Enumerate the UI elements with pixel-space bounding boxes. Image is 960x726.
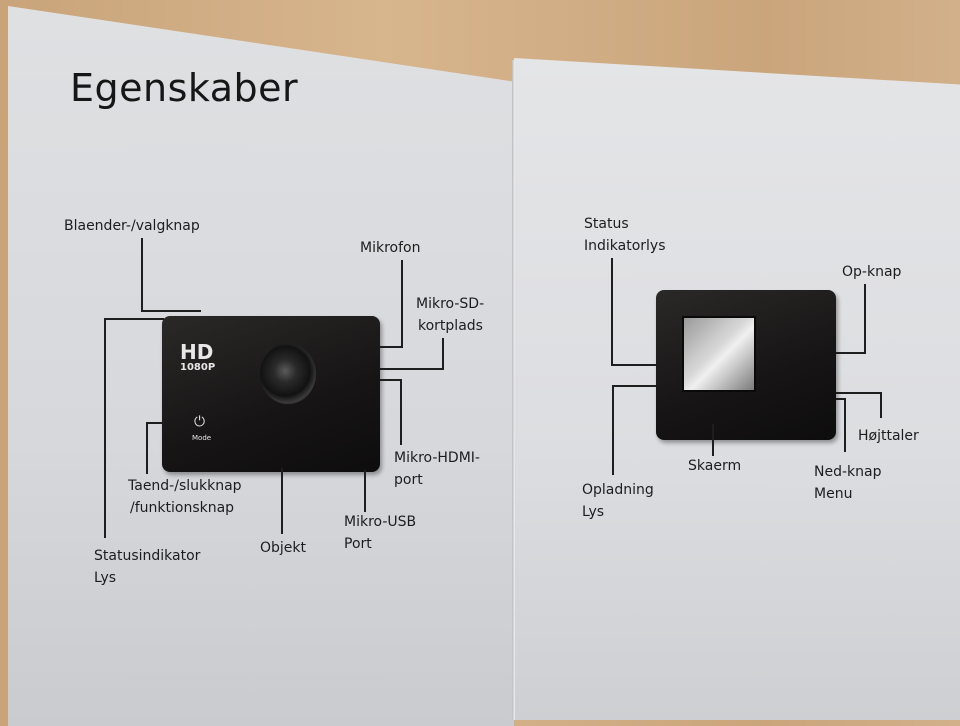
leader-line	[612, 385, 656, 387]
leader-line	[836, 352, 866, 354]
label-lens: Objekt	[260, 540, 307, 556]
camera-back-illustration	[656, 290, 836, 440]
leader-line	[141, 238, 143, 312]
leader-line	[364, 470, 366, 512]
page-fold	[512, 60, 515, 720]
label-micro-usb-line1: Mikro-USB	[344, 514, 417, 530]
label-status-indicator-light-line1: Status	[584, 216, 629, 232]
leader-line	[836, 392, 882, 394]
leader-line	[712, 424, 714, 456]
camera-screen	[682, 316, 756, 392]
leader-line	[104, 318, 106, 538]
page-title: Egenskaber	[70, 66, 299, 110]
leader-line	[612, 385, 614, 475]
label-micro-hdmi-line1: Mikro-HDMI-	[394, 450, 480, 466]
label-down-button-line1: Ned-knap	[814, 464, 882, 480]
power-icon: ⏻	[194, 414, 206, 430]
resolution-badge: 1080P	[180, 362, 216, 373]
leader-line	[844, 398, 846, 452]
label-up-button: Op-knap	[842, 264, 902, 280]
leader-line	[146, 422, 164, 424]
camera-lens	[260, 344, 316, 404]
leader-line	[104, 318, 164, 320]
label-microphone: Mikrofon	[360, 240, 421, 256]
label-charging-light-line2: Lys	[582, 504, 605, 520]
label-micro-sd-line2: kortplads	[418, 318, 483, 334]
leader-line	[380, 379, 401, 381]
mode-label: Mode	[192, 434, 212, 442]
label-micro-usb-line2: Port	[344, 536, 372, 552]
label-status-indicator-light-line2: Indikatorlys	[584, 238, 666, 254]
leader-line	[880, 392, 882, 418]
leader-line	[611, 258, 613, 366]
leader-line	[401, 260, 403, 348]
label-down-button-line2: Menu	[814, 486, 853, 502]
label-screen: Skaerm	[688, 458, 742, 474]
label-power-button-line1: Taend-/slukknap	[128, 478, 242, 494]
label-micro-hdmi-line2: port	[394, 472, 423, 488]
leader-line	[380, 368, 444, 370]
hd-badge: HD	[180, 340, 214, 364]
label-status-indicator-line2: Lys	[94, 570, 117, 586]
camera-front-illustration: HD 1080P ⏻ Mode	[162, 316, 380, 472]
leader-line	[380, 346, 403, 348]
leader-line	[864, 284, 866, 354]
label-shutter-select-button: Blaender-/valgknap	[64, 218, 200, 234]
label-power-button-line2: /funktionsknap	[130, 500, 235, 516]
label-speaker: Højttaler	[858, 428, 919, 444]
leader-line	[836, 398, 846, 400]
leader-line	[146, 422, 148, 474]
leader-line	[611, 364, 657, 366]
label-micro-sd-line1: Mikro-SD-	[416, 296, 485, 312]
leader-line	[281, 468, 283, 534]
label-status-indicator-line1: Statusindikator	[94, 548, 201, 564]
leader-line	[141, 310, 201, 312]
label-charging-light-line1: Opladning	[582, 482, 654, 498]
leader-line	[442, 338, 444, 370]
leader-line	[400, 379, 402, 445]
